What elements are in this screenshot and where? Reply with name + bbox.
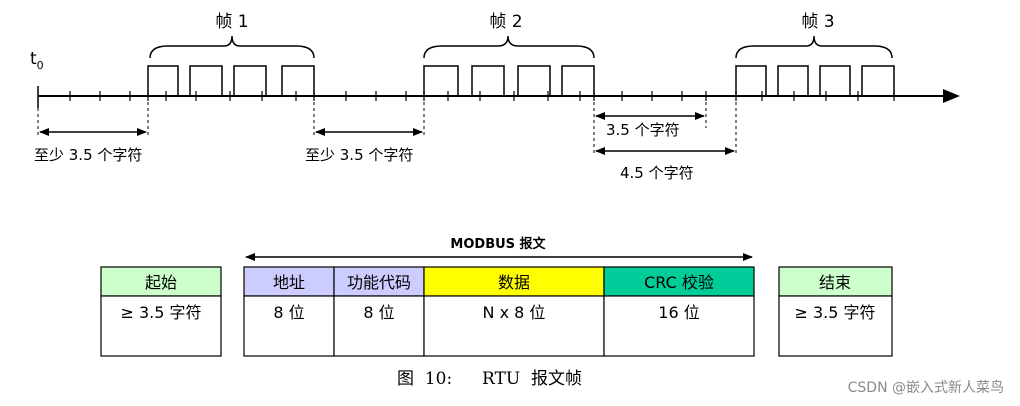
character-pulse	[735, 65, 767, 96]
field-data-value-cell	[423, 295, 605, 357]
character-pulse	[471, 65, 505, 96]
frame-2: 帧 2	[423, 12, 595, 96]
frame-1-brace	[149, 35, 315, 59]
character-pulse	[423, 65, 459, 96]
frame-2-characters	[423, 65, 595, 96]
caption-figure-number: 图 10:	[397, 369, 452, 389]
frame-2-brace	[423, 35, 595, 59]
character-pulse	[233, 65, 267, 96]
field-crc-value: 16 位	[658, 303, 699, 322]
frame-1: 帧 1	[147, 12, 315, 96]
frame-3-brace	[735, 35, 893, 59]
character-pulse	[561, 65, 595, 96]
gap-1: 至少 3.5 个字符	[34, 128, 147, 164]
gap-4-label: 4.5 个字符	[620, 164, 694, 182]
end-value: ≥ 3.5 字符	[794, 303, 875, 322]
frame-2-label: 帧 2	[489, 12, 522, 32]
field-crc-value-cell	[603, 295, 755, 357]
figure-caption: 图 10: RTU 报文帧	[397, 369, 582, 389]
caption-title: RTU 报文帧	[482, 369, 582, 389]
field-function-code-value-cell	[333, 295, 425, 357]
character-pulse	[517, 65, 551, 96]
frame-3-label: 帧 3	[801, 12, 834, 32]
gap-guides	[37, 96, 737, 156]
field-address-value: 8 位	[273, 303, 304, 322]
end-header: 结束	[819, 273, 851, 292]
character-pulse	[147, 65, 179, 96]
gap-2-label: 至少 3.5 个字符	[305, 146, 413, 164]
message-title: MODBUS 报文	[450, 236, 546, 252]
frame-3-characters	[735, 65, 895, 96]
gap-2: 至少 3.5 个字符	[305, 128, 423, 164]
gap-1-label: 至少 3.5 个字符	[34, 146, 142, 164]
character-pulse	[281, 65, 315, 96]
field-address-header-cell	[243, 266, 335, 297]
time-axis-arrowhead	[943, 89, 960, 103]
field-crc-header: CRC 校验	[644, 273, 714, 292]
start-value-cell	[100, 295, 222, 357]
frame-1-label: 帧 1	[215, 12, 248, 32]
timeline: t0 帧 1 帧 2	[30, 12, 960, 182]
end-block: 结束 ≥ 3.5 字符	[778, 266, 893, 357]
gap-4: 4.5 个字符	[595, 147, 735, 182]
field-function-code: 功能代码 8 位	[333, 266, 425, 357]
end-value-cell	[778, 295, 893, 357]
field-crc: CRC 校验 16 位	[603, 266, 755, 357]
character-pulse	[777, 65, 809, 96]
field-function-code-header: 功能代码	[347, 273, 411, 292]
gap-3-label: 3.5 个字符	[606, 121, 680, 139]
start-value: ≥ 3.5 字符	[120, 303, 201, 322]
field-data: 数据 N x 8 位	[423, 266, 605, 357]
field-data-header: 数据	[498, 273, 530, 292]
watermark: CSDN @嵌入式新人菜鸟	[848, 380, 1004, 396]
character-pulse	[861, 65, 895, 96]
frame-1-characters	[147, 65, 315, 96]
gap-3: 3.5 个字符	[595, 112, 705, 139]
field-address-header: 地址	[273, 273, 305, 292]
message-structure: MODBUS 报文 起始 ≥ 3.5 字符 地址 8 位 功能代码 8 位	[100, 236, 893, 357]
field-address-value-cell	[243, 295, 335, 357]
start-header: 起始	[145, 273, 177, 292]
character-pulse	[819, 65, 851, 96]
field-address: 地址 8 位	[243, 266, 335, 357]
end-header-cell	[778, 266, 893, 297]
field-function-code-value: 8 位	[363, 303, 394, 322]
field-data-value: N x 8 位	[483, 303, 546, 322]
character-pulse	[189, 65, 223, 96]
start-block: 起始 ≥ 3.5 字符	[100, 266, 222, 357]
frame-3: 帧 3	[735, 12, 895, 96]
time-origin-label: t0	[30, 49, 44, 72]
field-crc-header-cell	[603, 266, 755, 297]
